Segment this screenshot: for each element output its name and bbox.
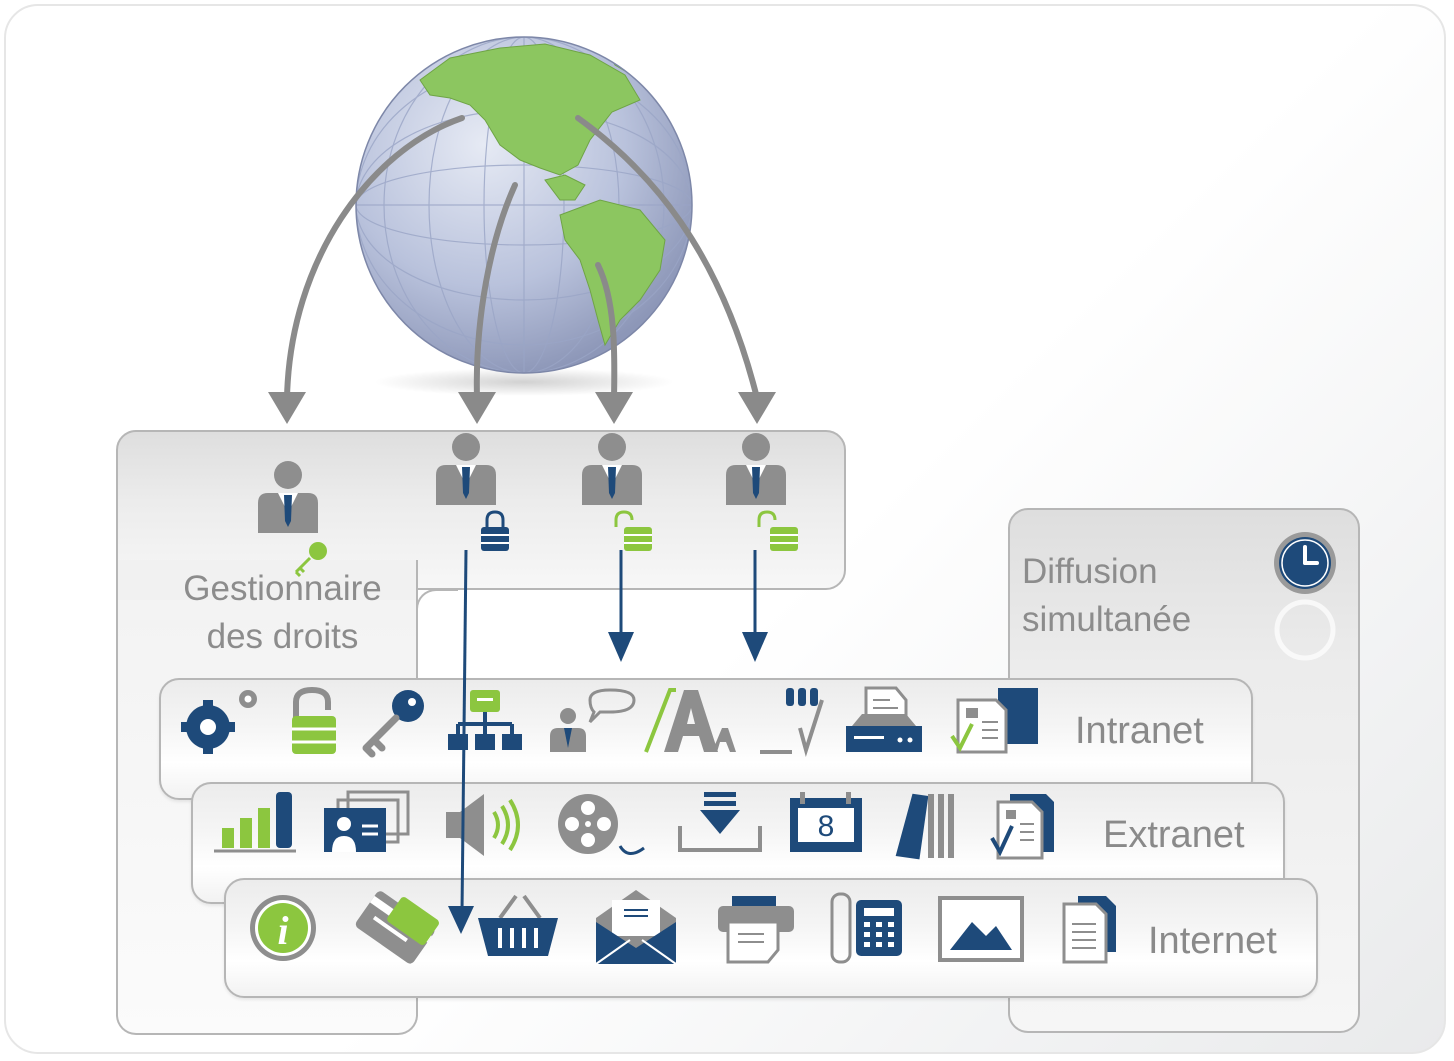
user-chat-icon [550, 688, 636, 752]
rights-manager-label-line2: des droits [206, 617, 359, 656]
phone-icon [830, 892, 902, 964]
speaker-icon [446, 794, 520, 856]
band-label-extranet: Extranet [1103, 814, 1245, 856]
download-icon [678, 792, 762, 852]
printer-icon [718, 896, 794, 964]
document-icon [1062, 896, 1116, 964]
distribution-arrows [284, 115, 760, 401]
shopping-basket-icon [478, 894, 558, 956]
org-chart-icon [448, 690, 522, 750]
user-unlocked-icon [582, 433, 652, 551]
books-icon [895, 793, 954, 860]
rights-manager-label: Gestionnaire des droits [150, 565, 415, 661]
svg-text:i: i [277, 908, 288, 953]
broadcast-label-line2: simultanée [1022, 600, 1192, 639]
user-key-icon [258, 461, 327, 578]
calendar-icon: 8 [790, 792, 862, 852]
contact-cards-icon [324, 790, 410, 852]
broadcast-label: Diffusion simultanée [1022, 548, 1242, 644]
document-check-icon [990, 794, 1054, 860]
clock-icon [1274, 532, 1336, 661]
band-label-intranet: Intranet [1075, 710, 1204, 752]
info-icon: i [250, 895, 316, 961]
bar-chart-icon [214, 792, 296, 853]
band-label-internet: Internet [1148, 920, 1277, 962]
gears-icon [181, 690, 257, 754]
user-unlocked-icon [726, 433, 798, 551]
documents-check-icon [950, 688, 1038, 754]
envelope-icon [595, 890, 677, 965]
key-icon [362, 690, 424, 758]
image-icon [938, 896, 1024, 962]
globe-icon [355, 36, 693, 374]
calendar-day: 8 [818, 810, 835, 843]
credit-card-icon [355, 891, 439, 964]
user-locked-icon [436, 433, 509, 551]
broadcast-label-line1: Diffusion [1022, 552, 1158, 591]
film-reel-icon [558, 794, 645, 855]
lock-icon [292, 686, 336, 754]
rights-manager-label-line1: Gestionnaire [183, 569, 382, 608]
access-arrows [460, 549, 757, 913]
scanner-icon [846, 686, 922, 752]
signature-icon [760, 688, 824, 758]
font-icon [644, 688, 736, 753]
